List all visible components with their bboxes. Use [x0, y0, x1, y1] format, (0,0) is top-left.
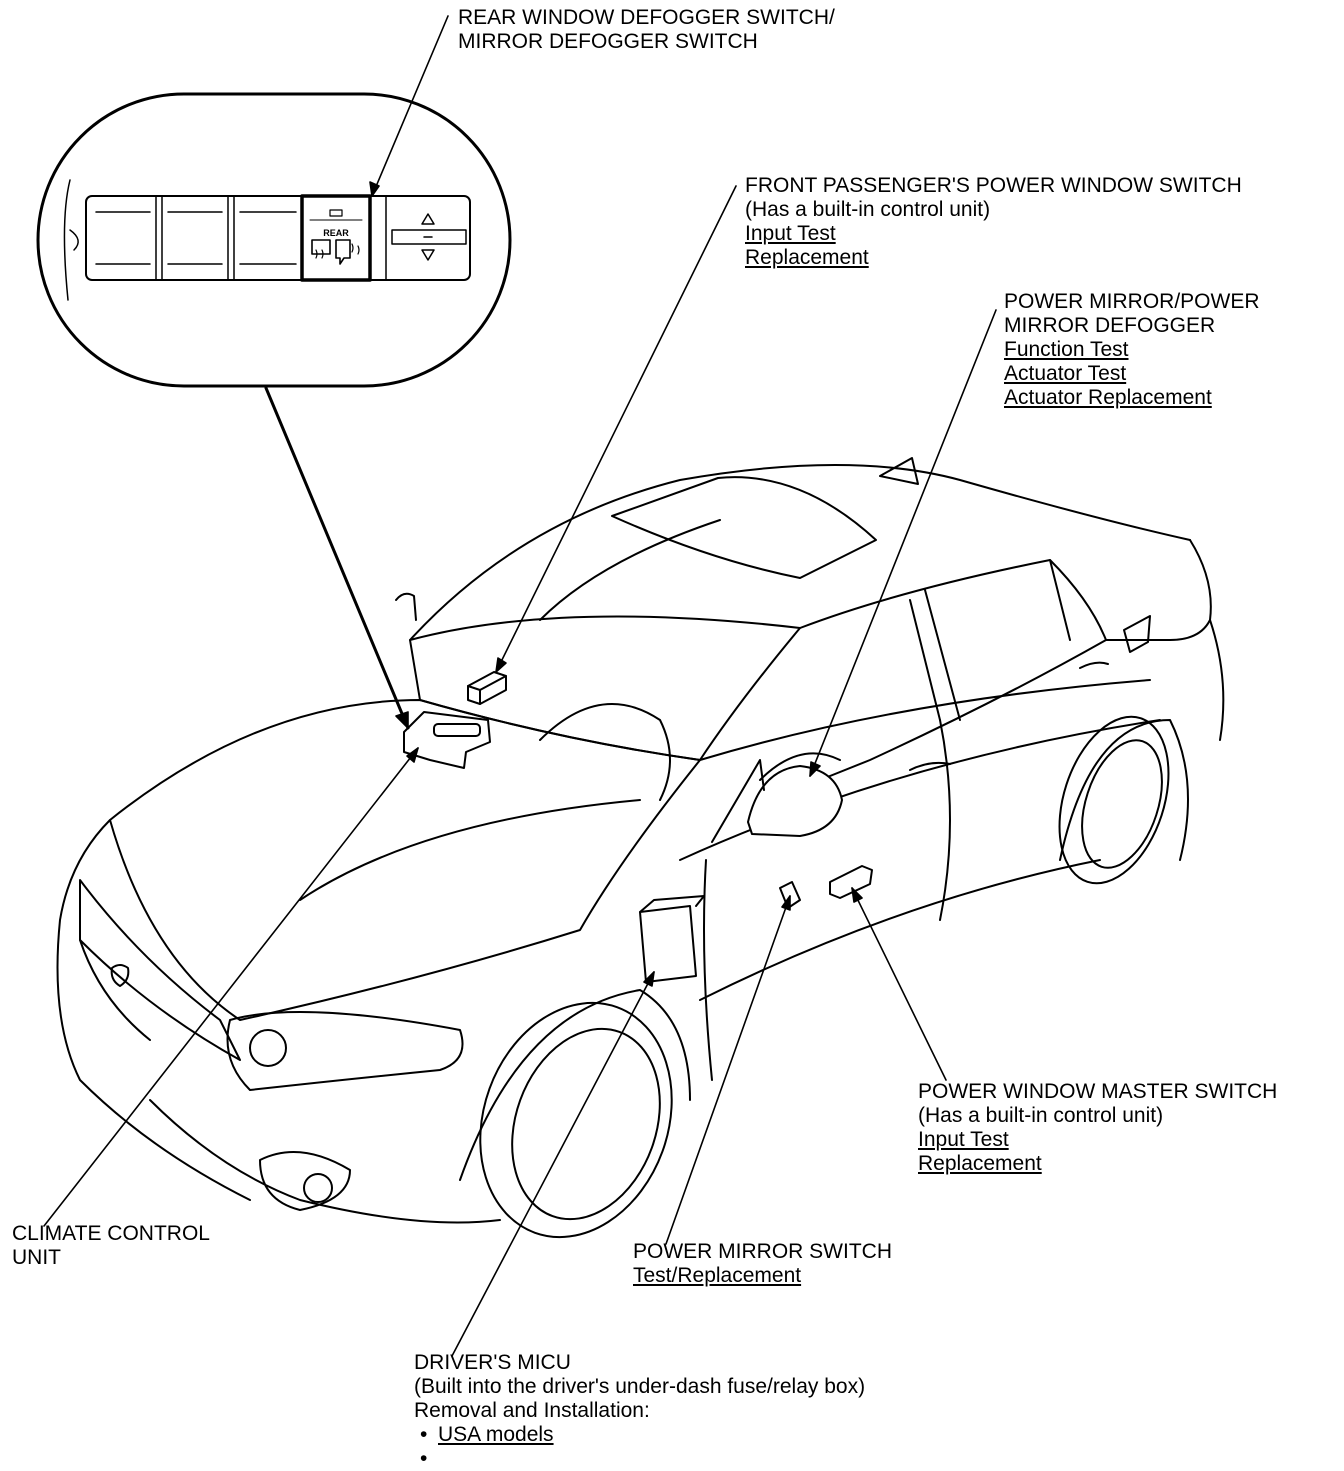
actuator-test-link[interactable]: Actuator Test [1004, 362, 1127, 385]
arrow-down-icon [421, 249, 435, 261]
fog-light [259, 1151, 351, 1211]
dash-edge [63, 179, 71, 301]
callout-drivers-micu: DRIVER'S MICU (Built into the driver's u… [414, 1351, 865, 1471]
callout-title-line: DRIVER'S MICU [414, 1351, 571, 1374]
rear-wheel [1058, 715, 1170, 885]
actuator-replacement-link[interactable]: Actuator Replacement [1004, 386, 1212, 409]
bullet-icon: • [420, 1447, 428, 1470]
mirror-defogger-icon [335, 239, 351, 265]
inset-switch-label: REAR [323, 228, 349, 238]
input-test-link[interactable]: Input Test [745, 222, 836, 245]
input-test-link[interactable]: Input Test [918, 1128, 1009, 1151]
test-replacement-link[interactable]: Test/Replacement [633, 1264, 802, 1287]
rear-defogger-button [300, 194, 372, 282]
callout-power-mirror: POWER MIRROR/POWER MIRROR DEFOGGER Funct… [1004, 290, 1260, 410]
callout-title-line: POWER MIRROR/POWER [1004, 290, 1260, 313]
callout-title-line: MIRROR DEFOGGER SWITCH [458, 30, 758, 53]
door-handle-rear [1079, 661, 1109, 669]
fuel-door [1123, 615, 1151, 653]
car-outline [56, 457, 1225, 1239]
climate-control-unit [403, 711, 491, 769]
function-test-link[interactable]: Function Test [1004, 338, 1129, 361]
switch-strip [85, 195, 471, 281]
rear-wheel-arch [1059, 719, 1189, 861]
components [403, 671, 873, 983]
rear-defogger-icon [311, 239, 331, 255]
front-wheel [479, 1001, 673, 1239]
leader-lines [43, 15, 997, 1357]
callout-subtitle: Removal and Installation: [414, 1399, 650, 1422]
blank-switch-buttons [95, 195, 297, 281]
callout-rear-defogger-switch: REAR WINDOW DEFOGGER SWITCH/ MIRROR DEFO… [458, 6, 835, 54]
callout-note: (Built into the driver's under-dash fuse… [414, 1375, 866, 1398]
callout-title-line: FRONT PASSENGER'S POWER WINDOW SWITCH [745, 174, 1242, 197]
headlight [226, 1011, 464, 1091]
callout-title-line: CLIMATE CONTROL [12, 1222, 210, 1245]
rear-view-mirror [395, 592, 417, 621]
switch-panel-inset: REAR [36, 92, 512, 388]
drivers-micu-box [639, 905, 697, 983]
callout-note: (Has a built-in control unit) [918, 1104, 1164, 1127]
usa-models-link[interactable]: USA models [438, 1423, 554, 1446]
door-handle-front [909, 761, 951, 771]
callout-title-line: UNIT [12, 1246, 61, 1269]
callout-note: (Has a built-in control unit) [745, 198, 991, 221]
callout-climate-control-unit: CLIMATE CONTROL UNIT [12, 1222, 210, 1270]
callout-title-line: MIRROR DEFOGGER [1004, 314, 1216, 337]
front-emblem [110, 964, 130, 987]
callout-title-line: REAR WINDOW DEFOGGER SWITCH/ [458, 6, 835, 29]
roof-antenna [879, 457, 919, 485]
bullet-item: • [414, 1447, 865, 1471]
callout-front-passenger-window-switch: FRONT PASSENGER'S POWER WINDOW SWITCH (H… [745, 174, 1242, 270]
replacement-link[interactable]: Replacement [745, 246, 869, 269]
sunroof [611, 476, 877, 579]
grille [79, 879, 241, 1061]
power-window-master-switch-part [829, 865, 873, 899]
callout-power-window-master-switch: POWER WINDOW MASTER SWITCH (Has a built-… [918, 1080, 1277, 1176]
callout-title-line: POWER MIRROR SWITCH [633, 1240, 892, 1263]
hazard-updown-switch [385, 195, 467, 281]
indicator-lamp-icon [329, 209, 343, 217]
hood [109, 699, 701, 1021]
callout-power-mirror-switch: POWER MIRROR SWITCH Test/Replacement [633, 1240, 892, 1288]
arrow-up-icon [421, 213, 435, 225]
replacement-link[interactable]: Replacement [918, 1152, 1042, 1175]
front-wheel-arch [459, 989, 691, 1181]
callout-title-line: POWER WINDOW MASTER SWITCH [918, 1080, 1278, 1103]
bullet-icon: • [420, 1423, 428, 1446]
bullet-item: • USA models [414, 1423, 865, 1447]
inset-frame [36, 92, 512, 388]
power-mirror [747, 765, 843, 837]
